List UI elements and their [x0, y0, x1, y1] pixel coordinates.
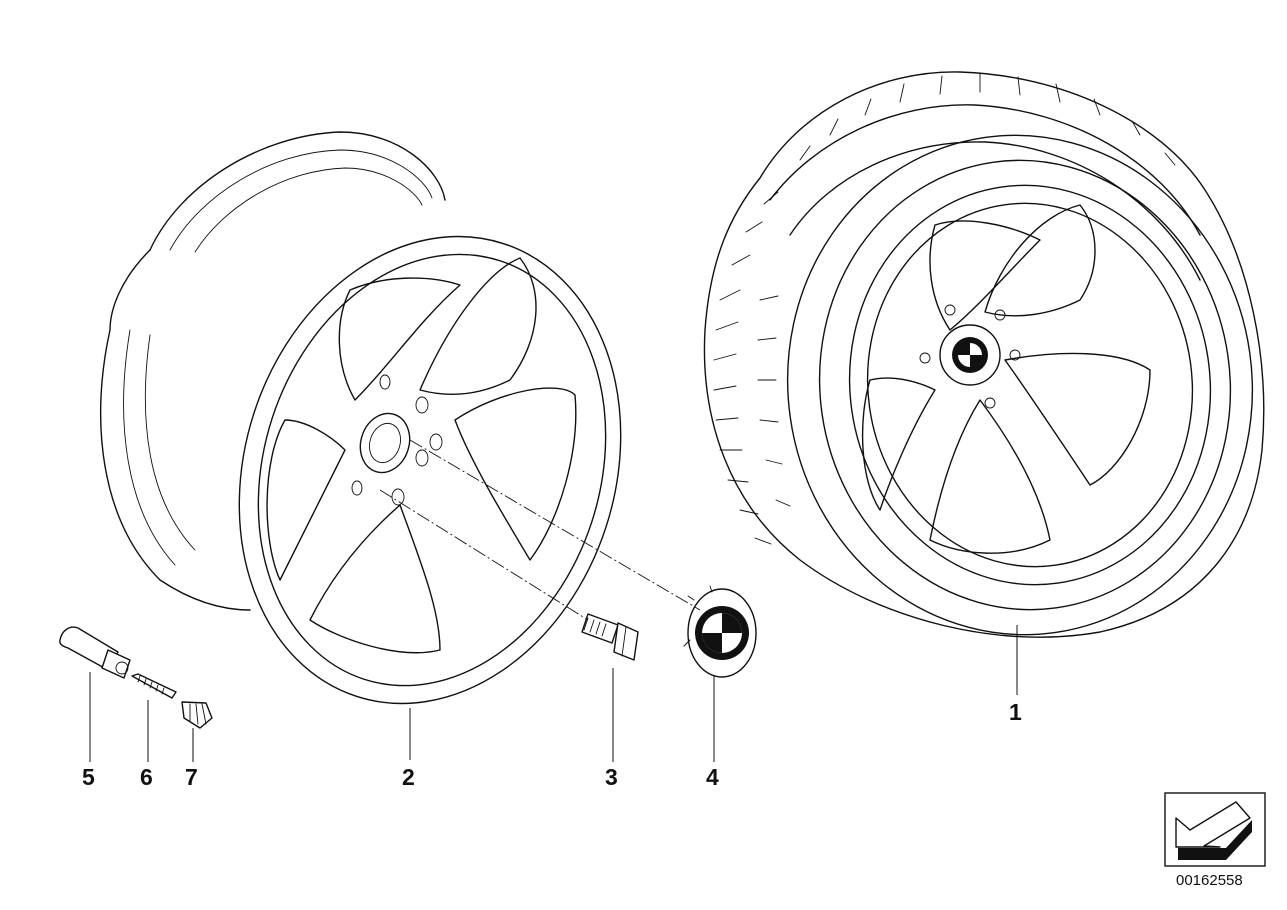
document-number: 00162558 [1176, 872, 1243, 889]
callout-2: 2 [402, 764, 415, 790]
direction-box [1164, 792, 1266, 867]
callout-5: 5 [82, 764, 95, 790]
valve-core-icon [131, 673, 177, 699]
tire-wheel-icon [703, 71, 1265, 638]
callout-3: 3 [605, 764, 618, 790]
wheel-bolt-icon [581, 613, 639, 661]
alloy-rim-icon [99, 131, 622, 705]
hub-cap-emblem-icon [683, 585, 757, 678]
callout-6: 6 [140, 764, 153, 790]
direction-arrow-icon [1175, 801, 1252, 860]
valve-cap-icon [181, 701, 213, 729]
callout-4: 4 [706, 764, 719, 790]
callout-7: 7 [185, 764, 198, 790]
tire-hub-emblem [952, 337, 988, 373]
valve-stem-icon [59, 626, 131, 679]
callout-1: 1 [1009, 699, 1022, 725]
